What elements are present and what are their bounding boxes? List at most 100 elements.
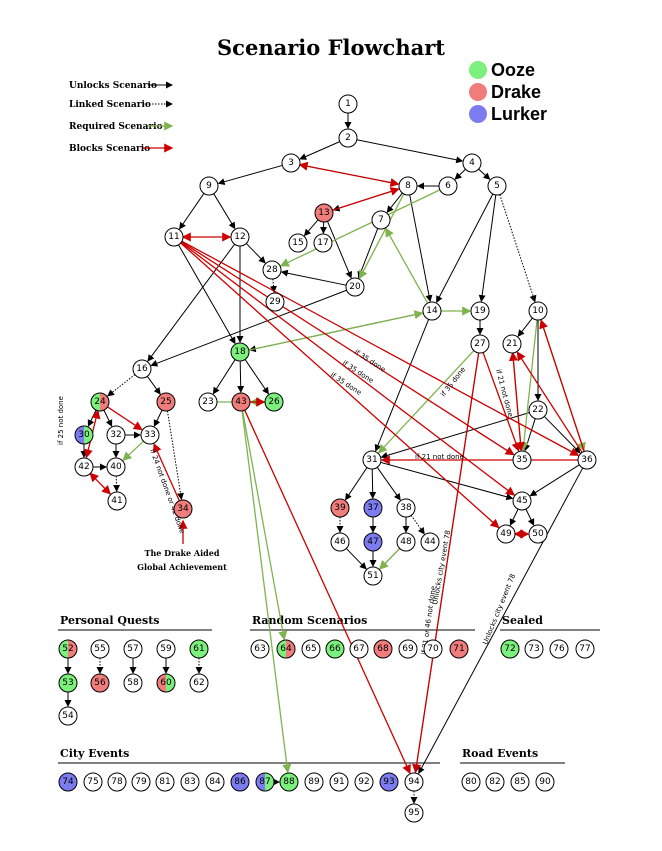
scenario-node-37[interactable]: 37 — [363, 498, 383, 518]
scenario-node-53[interactable]: 53 — [58, 673, 78, 693]
scenario-node-50[interactable]: 50 — [528, 524, 548, 544]
scenario-node-91[interactable]: 91 — [329, 772, 349, 792]
scenario-node-44[interactable]: 44 — [420, 532, 440, 552]
scenario-node-19[interactable]: 19 — [470, 301, 490, 321]
scenario-node-38[interactable]: 38 — [396, 498, 416, 518]
scenario-node-29[interactable]: 29 — [265, 292, 285, 312]
scenario-node-62[interactable]: 62 — [189, 673, 209, 693]
scenario-node-61[interactable]: 61 — [189, 639, 209, 659]
scenario-node-45[interactable]: 45 — [512, 491, 532, 511]
node-circle — [373, 639, 393, 659]
scenario-node-94[interactable]: 94 — [404, 772, 424, 792]
scenario-node-79[interactable]: 79 — [131, 772, 151, 792]
edge-unlocks-7-to-20 — [357, 228, 379, 279]
scenario-node-12[interactable]: 12 — [230, 227, 250, 247]
scenario-node-69[interactable]: 69 — [398, 639, 418, 659]
scenario-node-89[interactable]: 89 — [304, 772, 324, 792]
scenario-node-16[interactable]: 16 — [132, 359, 152, 379]
scenario-node-47[interactable]: 47 — [363, 532, 383, 552]
scenario-node-8[interactable]: 8 — [398, 176, 418, 196]
scenario-node-14[interactable]: 14 — [422, 301, 442, 321]
scenario-node-93[interactable]: 93 — [379, 772, 399, 792]
scenario-node-10[interactable]: 10 — [528, 301, 548, 321]
scenario-node-6[interactable]: 6 — [438, 176, 458, 196]
scenario-node-60[interactable]: 60 — [156, 673, 176, 693]
scenario-node-33[interactable]: 33 — [140, 425, 160, 445]
scenario-node-80[interactable]: 80 — [461, 772, 481, 792]
scenario-node-82[interactable]: 82 — [485, 772, 505, 792]
scenario-node-77[interactable]: 77 — [575, 639, 595, 659]
scenario-node-66[interactable]: 66 — [325, 639, 345, 659]
scenario-node-40[interactable]: 40 — [106, 457, 126, 477]
scenario-node-74[interactable]: 74 — [58, 772, 78, 792]
scenario-node-30[interactable]: 30 — [74, 425, 94, 445]
scenario-node-64[interactable]: 64 — [276, 639, 296, 659]
scenario-node-24[interactable]: 24 — [90, 392, 110, 412]
scenario-node-84[interactable]: 84 — [205, 772, 225, 792]
scenario-node-9[interactable]: 9 — [199, 176, 219, 196]
scenario-node-20[interactable]: 20 — [345, 277, 365, 297]
scenario-node-92[interactable]: 92 — [354, 772, 374, 792]
scenario-node-68[interactable]: 68 — [373, 639, 393, 659]
scenario-node-75[interactable]: 75 — [83, 772, 103, 792]
scenario-node-32[interactable]: 32 — [106, 425, 126, 445]
scenario-node-56[interactable]: 56 — [90, 673, 110, 693]
scenario-node-83[interactable]: 83 — [180, 772, 200, 792]
scenario-node-36[interactable]: 36 — [577, 450, 597, 470]
scenario-node-26[interactable]: 26 — [264, 392, 284, 412]
scenario-node-73[interactable]: 73 — [524, 639, 544, 659]
scenario-node-13[interactable]: 13 — [314, 203, 334, 223]
scenario-node-86[interactable]: 86 — [230, 772, 250, 792]
scenario-node-11[interactable]: 11 — [164, 227, 184, 247]
scenario-node-57[interactable]: 57 — [123, 639, 143, 659]
scenario-node-1[interactable]: 1 — [338, 94, 358, 114]
scenario-node-31[interactable]: 31 — [362, 450, 382, 470]
scenario-node-17[interactable]: 17 — [313, 233, 333, 253]
scenario-node-52[interactable]: 52 — [58, 639, 78, 659]
scenario-node-7[interactable]: 7 — [371, 210, 391, 230]
scenario-node-72[interactable]: 72 — [500, 639, 520, 659]
scenario-node-88[interactable]: 88 — [279, 772, 299, 792]
node-circle — [502, 334, 522, 354]
scenario-node-78[interactable]: 78 — [107, 772, 127, 792]
scenario-node-58[interactable]: 58 — [123, 673, 143, 693]
scenario-node-71[interactable]: 71 — [449, 639, 469, 659]
scenario-node-87[interactable]: 87 — [255, 772, 275, 792]
scenario-node-23[interactable]: 23 — [198, 392, 218, 412]
scenario-node-39[interactable]: 39 — [330, 498, 350, 518]
scenario-node-2[interactable]: 2 — [338, 128, 358, 148]
scenario-node-59[interactable]: 59 — [156, 639, 176, 659]
scenario-node-15[interactable]: 15 — [288, 233, 308, 253]
scenario-node-25[interactable]: 25 — [156, 392, 176, 412]
scenario-node-43[interactable]: 43 — [231, 392, 251, 412]
scenario-node-70[interactable]: 70 — [423, 639, 443, 659]
scenario-node-65[interactable]: 65 — [301, 639, 321, 659]
scenario-node-27[interactable]: 27 — [470, 334, 490, 354]
scenario-node-46[interactable]: 46 — [330, 532, 350, 552]
edge-required-18-to-14 — [248, 310, 424, 351]
scenario-node-18[interactable]: 18 — [230, 342, 250, 362]
scenario-node-22[interactable]: 22 — [528, 400, 548, 420]
scenario-node-85[interactable]: 85 — [510, 772, 530, 792]
scenario-node-4[interactable]: 4 — [462, 153, 482, 173]
scenario-node-51[interactable]: 51 — [363, 566, 383, 586]
scenario-node-55[interactable]: 55 — [90, 639, 110, 659]
scenario-node-28[interactable]: 28 — [262, 260, 282, 280]
scenario-node-34[interactable]: 34 — [173, 499, 193, 519]
scenario-node-35[interactable]: 35 — [512, 450, 532, 470]
scenario-node-90[interactable]: 90 — [535, 772, 555, 792]
scenario-node-42[interactable]: 42 — [74, 457, 94, 477]
scenario-node-48[interactable]: 48 — [396, 532, 416, 552]
scenario-node-5[interactable]: 5 — [487, 176, 507, 196]
lurker-label: Lurker — [491, 104, 547, 124]
scenario-node-95[interactable]: 95 — [404, 803, 424, 823]
scenario-node-21[interactable]: 21 — [502, 334, 522, 354]
scenario-node-3[interactable]: 3 — [281, 153, 301, 173]
scenario-node-81[interactable]: 81 — [155, 772, 175, 792]
scenario-node-41[interactable]: 41 — [107, 491, 127, 511]
scenario-node-67[interactable]: 67 — [349, 639, 369, 659]
scenario-node-54[interactable]: 54 — [58, 706, 78, 726]
scenario-node-49[interactable]: 49 — [496, 524, 516, 544]
scenario-node-63[interactable]: 63 — [250, 639, 270, 659]
scenario-node-76[interactable]: 76 — [549, 639, 569, 659]
